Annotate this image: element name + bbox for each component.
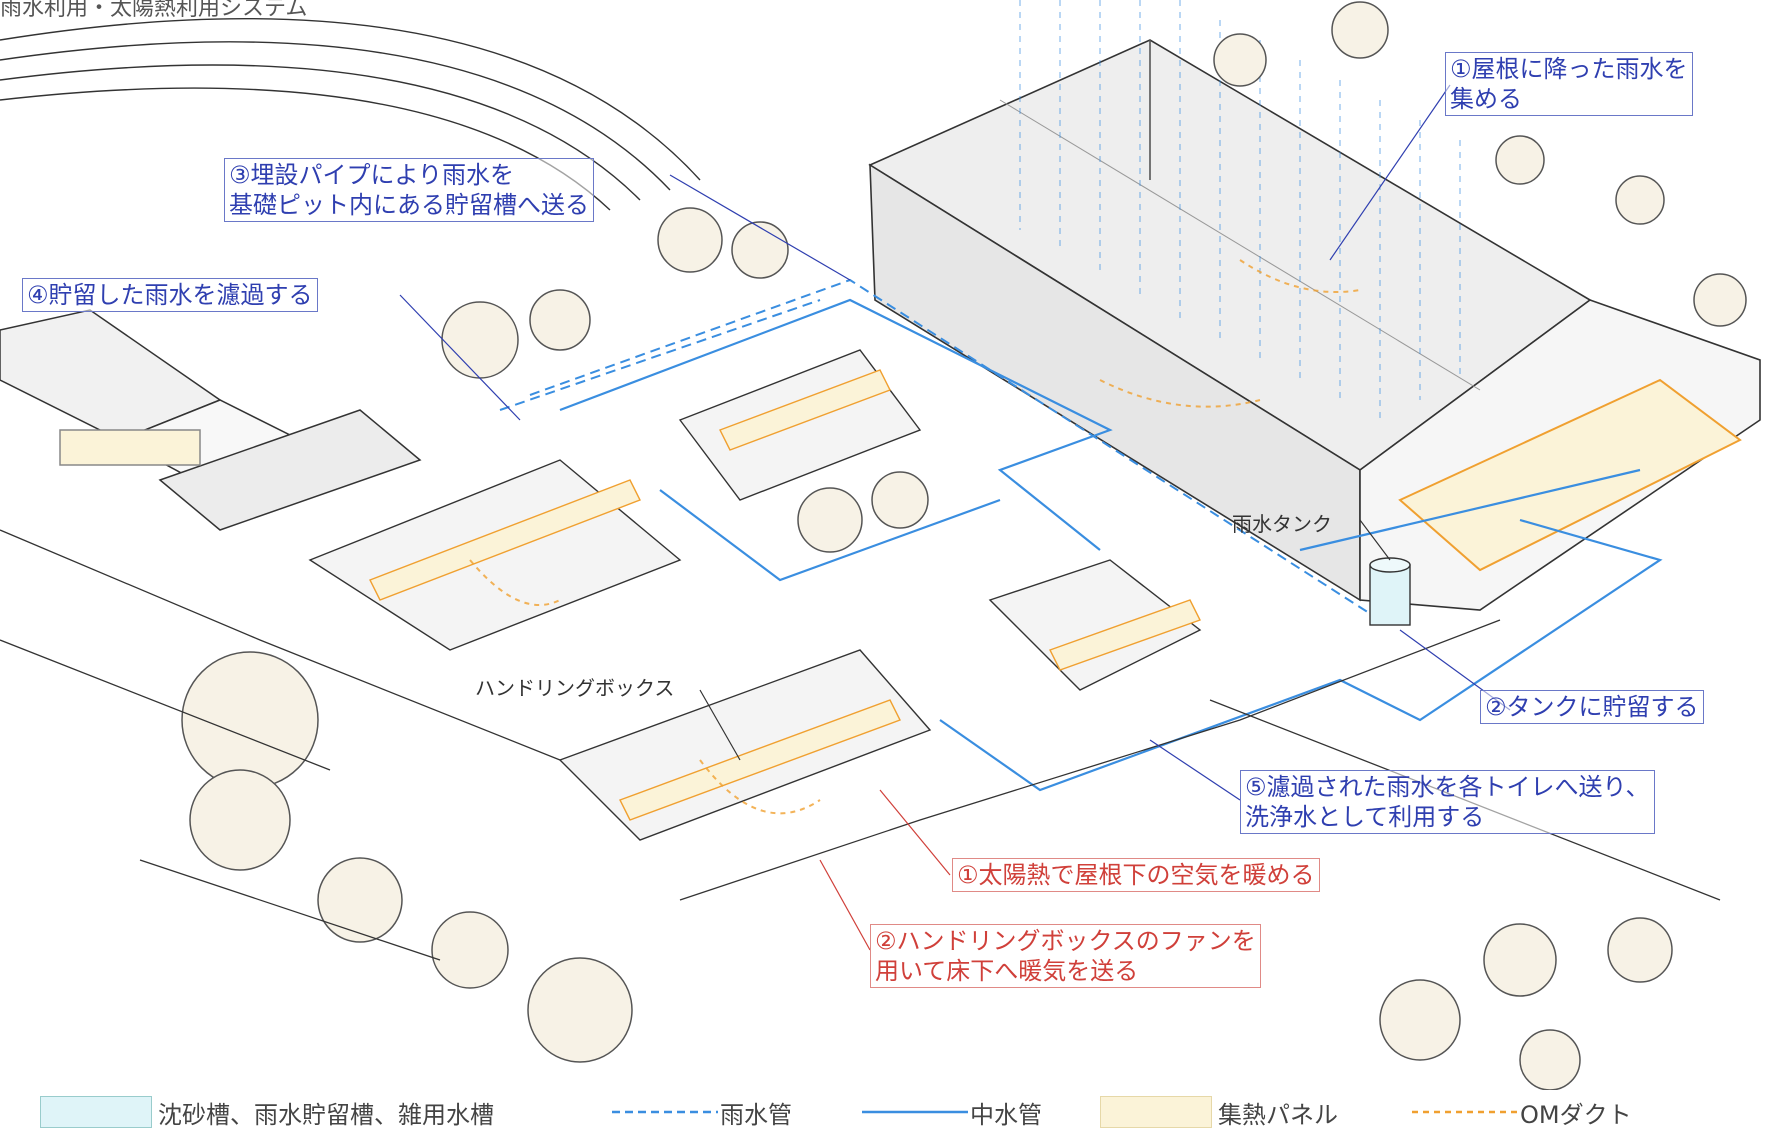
rain-tank-shape bbox=[1369, 557, 1411, 626]
grey-pipes bbox=[559, 298, 1663, 792]
callout-toilet-line1: ⑤濾過された雨水を各トイレへ送り、 bbox=[1245, 773, 1650, 801]
callout-filter: ④貯留した雨水を濾過する bbox=[22, 278, 318, 312]
callout-tank-store: ②タンクに貯留する bbox=[1480, 690, 1704, 724]
callout-roof-collect: ①屋根に降った雨水を 集める bbox=[1445, 52, 1693, 116]
callout-handling-fan: ②ハンドリングボックスのファンを 用いて床下へ暖気を送る bbox=[870, 924, 1261, 988]
legend-item-collector: 集熱パネル bbox=[1100, 1096, 1338, 1129]
callout-solar-heat: ①太陽熱で屋根下の空気を暖める bbox=[952, 858, 1320, 892]
callout-handling-fan-line2: 用いて床下へ暖気を送る bbox=[875, 957, 1139, 985]
callout-buried-pipe: ③埋設パイプにより雨水を 基礎ピット内にある貯留槽へ送る bbox=[224, 158, 594, 222]
legend-swatch-grey-pipe bbox=[862, 1110, 968, 1114]
legend-swatch-collector bbox=[1100, 1096, 1212, 1128]
callout-toilet-line2: 洗浄水として利用する bbox=[1245, 803, 1485, 831]
callout-toilet: ⑤濾過された雨水を各トイレへ送り、 洗浄水として利用する bbox=[1240, 770, 1655, 834]
gym-solar-collector bbox=[1398, 378, 1742, 572]
legend-swatch-rain-pipe bbox=[612, 1110, 718, 1114]
legend-label-tanks: 沈砂槽、雨水貯留槽、雑用水槽 bbox=[158, 1100, 494, 1129]
legend: 沈砂槽、雨水貯留槽、雑用水槽 雨水管 中水管 集熱パネル OMダクト bbox=[0, 1090, 1771, 1134]
legend-label-grey-pipe: 中水管 bbox=[970, 1100, 1042, 1129]
legend-item-rain-pipe: 雨水管 bbox=[610, 1096, 792, 1129]
legend-item-grey-pipe: 中水管 bbox=[860, 1096, 1042, 1129]
callout-roof-collect-line1: ①屋根に降った雨水を bbox=[1450, 55, 1688, 83]
label-rain-tank: 雨水タンク bbox=[1232, 512, 1332, 536]
callout-buried-pipe-line2: 基礎ピット内にある貯留槽へ送る bbox=[229, 191, 589, 219]
callout-handling-fan-line1: ②ハンドリングボックスのファンを bbox=[875, 927, 1256, 955]
legend-swatch-om-duct bbox=[1412, 1110, 1518, 1114]
left-building bbox=[0, 309, 422, 531]
courtyard-buildings bbox=[308, 349, 1202, 841]
isometric-building-diagram bbox=[0, 0, 1761, 1090]
om-ducts bbox=[469, 259, 1361, 815]
track-arcs bbox=[0, 18, 701, 211]
trees bbox=[181, 1, 1747, 1090]
legend-item-tanks: 沈砂槽、雨水貯留槽、雑用水槽 bbox=[40, 1096, 494, 1129]
callout-buried-pipe-line1: ③埋設パイプにより雨水を bbox=[229, 161, 515, 189]
rain-lines bbox=[1019, 0, 1461, 420]
legend-label-om-duct: OMダクト bbox=[1520, 1100, 1632, 1129]
label-handling-box: ハンドリングボックス bbox=[475, 676, 675, 700]
legend-label-rain-pipe: 雨水管 bbox=[720, 1100, 792, 1129]
legend-swatch-tanks bbox=[40, 1096, 152, 1128]
legend-label-collector: 集熱パネル bbox=[1218, 1100, 1338, 1129]
callout-roof-collect-line2: 集める bbox=[1450, 85, 1522, 113]
legend-item-om-duct: OMダクト bbox=[1410, 1096, 1632, 1129]
leader-lines bbox=[399, 84, 1511, 951]
partial-title: 雨水利用・太陽熱利用システム bbox=[0, 0, 308, 21]
